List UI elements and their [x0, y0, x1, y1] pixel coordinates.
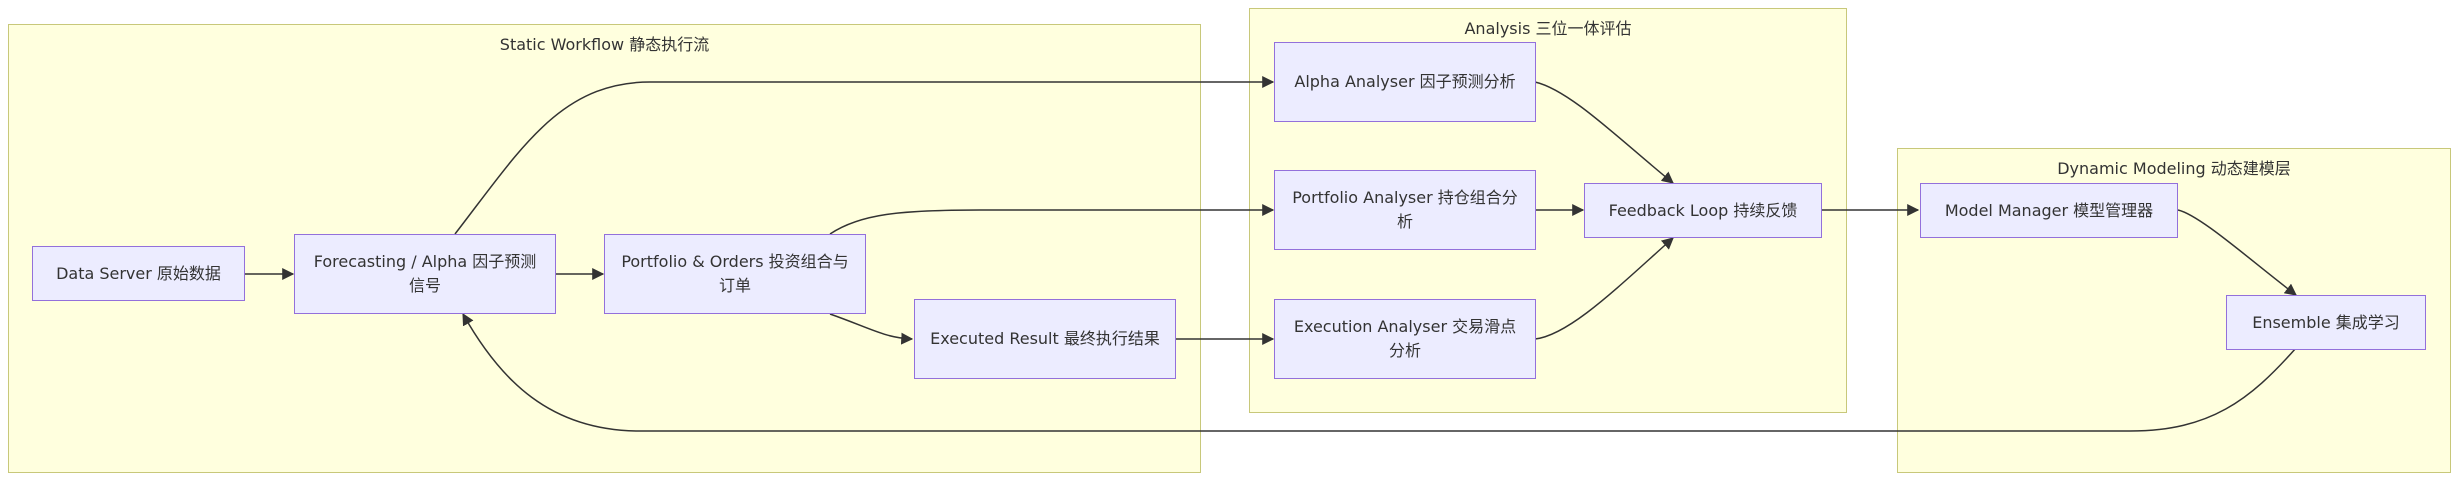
node-data-server[interactable]: Data Server 原始数据 — [32, 246, 245, 301]
node-alpha-analyser[interactable]: Alpha Analyser 因子预测分析 — [1274, 42, 1536, 122]
static-workflow-title: Static Workflow 静态执行流 — [499, 35, 710, 54]
edge-execution-analyser-to-feedback-loop — [1534, 237, 1674, 340]
node-portfolio-analyser[interactable]: Portfolio Analyser 持仓组合分析 — [1274, 170, 1536, 250]
edge-model-manager-to-ensemble — [2177, 209, 2297, 296]
analysis-title: Analysis 三位一体评估 — [1464, 19, 1632, 38]
node-feedback-loop[interactable]: Feedback Loop 持续反馈 — [1584, 183, 1822, 238]
edge-portfolio-orders-to-portfolio-analyser — [829, 204, 1275, 235]
edge-alpha-analyser-to-feedback-loop — [1534, 81, 1674, 184]
dynamic-modeling-title: Dynamic Modeling 动态建模层 — [2057, 159, 2291, 178]
node-executed-result[interactable]: Executed Result 最终执行结果 — [914, 299, 1176, 379]
edge-ensemble-to-forecasting — [462, 312, 2297, 432]
node-portfolio-orders[interactable]: Portfolio & Orders 投资组合与订单 — [604, 234, 866, 314]
node-execution-analyser[interactable]: Execution Analyser 交易滑点分析 — [1274, 299, 1536, 379]
edge-portfolio-orders-to-executed-result — [829, 313, 914, 345]
node-forecasting[interactable]: Forecasting / Alpha 因子预测信号 — [294, 234, 556, 314]
node-ensemble[interactable]: Ensemble 集成学习 — [2226, 295, 2426, 350]
edge-forecasting-to-alpha-analyser — [454, 76, 1275, 235]
node-model-manager[interactable]: Model Manager 模型管理器 — [1920, 183, 2178, 238]
